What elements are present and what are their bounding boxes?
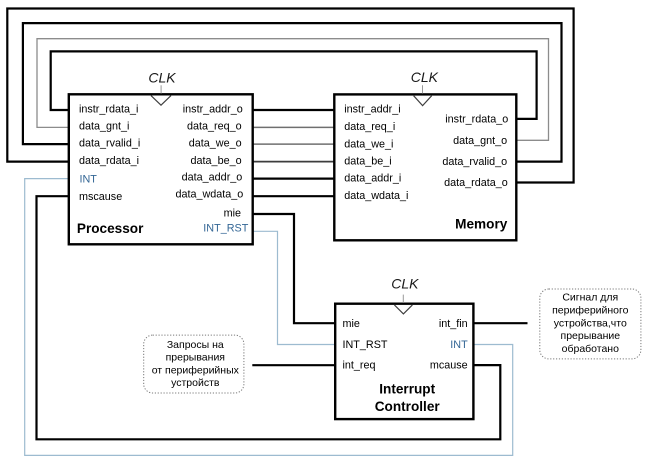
svg-text:instr_rdata_i: instr_rdata_i (79, 103, 138, 115)
svg-text:периферийного: периферийного (552, 305, 629, 317)
svg-text:data_rdata_o: data_rdata_o (444, 177, 508, 189)
svg-text:int_req: int_req (343, 359, 376, 371)
svg-text:Запросы на: Запросы на (167, 339, 224, 351)
svg-text:int_fin: int_fin (439, 318, 468, 330)
svg-text:Interrupt: Interrupt (379, 382, 435, 397)
svg-text:CLK: CLK (411, 69, 439, 85)
svg-text:instr_addr_i: instr_addr_i (344, 104, 400, 116)
svg-text:data_rdata_i: data_rdata_i (79, 155, 139, 167)
svg-text:mcause: mcause (430, 359, 468, 371)
svg-text:INT_RST: INT_RST (203, 223, 248, 235)
svg-text:от периферийных: от периферийных (152, 364, 240, 376)
svg-text:mscause: mscause (79, 191, 122, 203)
svg-text:INT: INT (80, 174, 98, 186)
svg-text:data_req_i: data_req_i (344, 121, 395, 133)
svg-text:CLK: CLK (148, 69, 176, 85)
svg-text:устройства,что: устройства,что (554, 317, 627, 329)
svg-text:Processor: Processor (77, 221, 144, 236)
svg-text:data_req_o: data_req_o (187, 121, 242, 133)
svg-text:data_gnt_o: data_gnt_o (453, 135, 507, 147)
svg-text:INT_RST: INT_RST (343, 339, 388, 351)
svg-text:Memory: Memory (455, 217, 508, 232)
svg-text:data_gnt_i: data_gnt_i (79, 121, 129, 133)
svg-text:instr_addr_o: instr_addr_o (183, 103, 243, 115)
svg-text:instr_rdata_o: instr_rdata_o (445, 113, 508, 125)
svg-text:data_wdata_o: data_wdata_o (175, 189, 243, 201)
svg-text:data_rvalid_o: data_rvalid_o (442, 156, 507, 168)
svg-text:data_we_o: data_we_o (189, 138, 242, 150)
svg-text:data_addr_o: data_addr_o (182, 171, 243, 183)
svg-text:data_addr_i: data_addr_i (344, 173, 401, 185)
svg-text:Controller: Controller (375, 399, 441, 414)
svg-text:прерывания: прерывания (166, 352, 225, 364)
svg-text:обработано: обработано (562, 343, 619, 355)
svg-text:INT: INT (450, 339, 468, 351)
svg-text:data_we_i: data_we_i (344, 138, 393, 150)
svg-text:Сигнал для: Сигнал для (562, 292, 618, 304)
svg-text:data_wdata_i: data_wdata_i (344, 190, 408, 202)
svg-text:прерывание: прерывание (561, 330, 621, 342)
svg-text:data_be_o: data_be_o (191, 155, 242, 167)
svg-text:data_be_i: data_be_i (344, 156, 391, 168)
svg-text:mie: mie (343, 318, 360, 330)
svg-text:CLK: CLK (391, 276, 419, 292)
svg-text:устройств: устройств (171, 377, 220, 389)
svg-text:data_rvalid_i: data_rvalid_i (79, 137, 140, 149)
svg-text:mie: mie (224, 208, 241, 220)
